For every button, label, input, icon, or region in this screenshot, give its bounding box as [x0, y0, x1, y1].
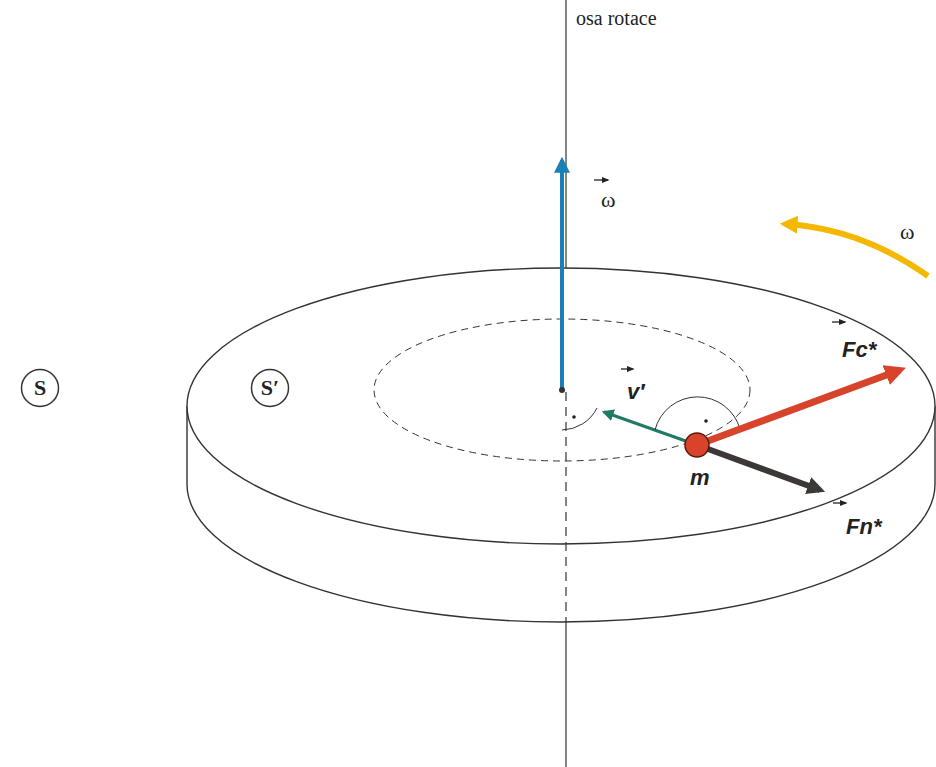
right-angle-mark	[562, 408, 597, 430]
centrifugal-force-label: Fn*	[846, 516, 881, 538]
vector-arrow-sign	[594, 179, 608, 180]
frame-symbol: S′	[250, 368, 290, 408]
velocity-label: v′	[627, 381, 645, 403]
angular-velocity-label: ω	[900, 221, 914, 243]
mass-label: m	[690, 467, 710, 489]
omega-vector-label: ω	[601, 189, 615, 211]
vector-arrow-sign	[833, 502, 846, 503]
coriolis-force-vector	[697, 370, 900, 445]
vector-arrow-sign	[832, 321, 845, 322]
right-angle-mark	[655, 397, 740, 430]
center-dot	[559, 387, 565, 393]
frame-name: S′	[261, 377, 279, 399]
omega-vector	[560, 160, 564, 390]
axis-label: osa rotace	[576, 8, 657, 28]
coriolis-force-label: Fc*	[842, 339, 876, 361]
vector-arrow-sign	[621, 368, 633, 369]
frame-name: S	[34, 377, 46, 399]
frame-symbol: S	[20, 368, 60, 408]
velocity-vector	[604, 412, 697, 445]
mass-point	[685, 433, 709, 457]
frame-circle-outline	[22, 370, 59, 407]
centrifugal-force-vector	[697, 445, 820, 490]
rotation-axis-hidden	[565, 392, 566, 622]
frame-circle-outline	[252, 370, 289, 407]
rotation-axis	[565, 622, 566, 767]
